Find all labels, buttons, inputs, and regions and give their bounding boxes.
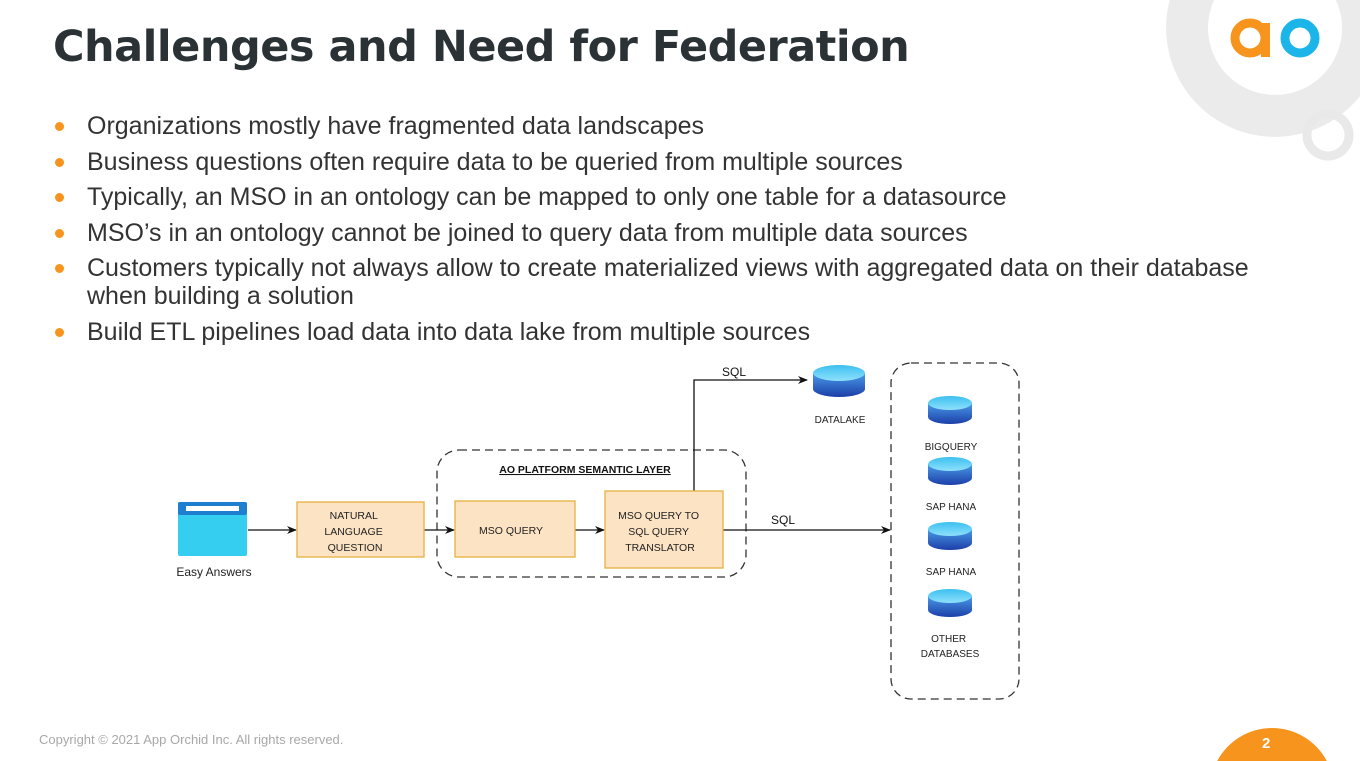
- easy-answers-label: Easy Answers: [176, 565, 251, 579]
- bullet-item: Organizations mostly have fragmented dat…: [53, 112, 1277, 140]
- svg-text:MSO QUERY TO SQL QUERY: MSO QUERY TO SQL QUERY TRANSLATOR: [618, 510, 702, 554]
- sap-hana-label: SAP HANA: [926, 502, 977, 513]
- bullet-item: Build ETL pipelines load data into data …: [53, 318, 1277, 346]
- mso-query-label: MSO QUERY: [479, 525, 543, 537]
- svg-text:OTHER DATABASES: OTHER DATABASES: [921, 634, 980, 660]
- mso-query-box: [454, 500, 576, 558]
- svg-text:NATURAL LANGUAGE QUEST: NATURAL LANGUAGE QUESTION: [324, 510, 385, 554]
- slide-title: Challenges and Need for Federation: [53, 22, 910, 72]
- bullet-item: Business questions often require data to…: [53, 148, 1277, 176]
- bullet-item: Customers typically not always allow to …: [53, 254, 1277, 310]
- arrow-to-datalake: [693, 376, 808, 491]
- datalake-label: DATALAKE: [815, 415, 866, 426]
- bullet-item: Typically, an MSO in an ontology can be …: [53, 183, 1277, 211]
- translator-line: TRANSLATOR: [625, 542, 695, 554]
- easy-answers-app-icon: [178, 502, 247, 556]
- nl-box-line: QUESTION: [328, 542, 383, 554]
- natural-language-question-box: [296, 501, 425, 558]
- data-sources-group: [890, 362, 1020, 700]
- page-number: 2: [1262, 735, 1271, 752]
- sap-hana-database-icon: [928, 457, 972, 485]
- semantic-layer-label: AO PLATFORM SEMANTIC LAYER: [499, 464, 671, 476]
- other-database-icon: [928, 589, 972, 617]
- bullet-item: MSO’s in an ontology cannot be joined to…: [53, 219, 1277, 247]
- sql-label-top: SQL: [722, 365, 746, 379]
- page-number-badge: [1217, 727, 1327, 761]
- sap-hana-database-icon: [928, 522, 972, 550]
- sql-label-right: SQL: [771, 513, 795, 527]
- bigquery-label: BIGQUERY: [925, 442, 978, 453]
- decorative-ring: [1166, 0, 1360, 137]
- translator-line: MSO QUERY TO: [618, 510, 699, 522]
- nl-box-line: LANGUAGE: [324, 526, 382, 538]
- other-db-line: DATABASES: [921, 649, 980, 660]
- other-db-line: OTHER: [931, 634, 966, 645]
- copyright-footer: Copyright © 2021 App Orchid Inc. All rig…: [39, 732, 344, 747]
- ao-logo: [1230, 18, 1320, 58]
- translator-box: [604, 490, 724, 569]
- decorative-ring-small: [1302, 109, 1354, 161]
- sap-hana-label: SAP HANA: [926, 567, 977, 578]
- datalake-database-icon: [813, 365, 865, 397]
- bullet-list: Organizations mostly have fragmented dat…: [53, 112, 1277, 353]
- nl-box-line: NATURAL: [330, 510, 378, 522]
- bigquery-database-icon: [928, 396, 972, 424]
- semantic-layer-group: [436, 449, 747, 578]
- translator-line: SQL QUERY: [628, 526, 689, 538]
